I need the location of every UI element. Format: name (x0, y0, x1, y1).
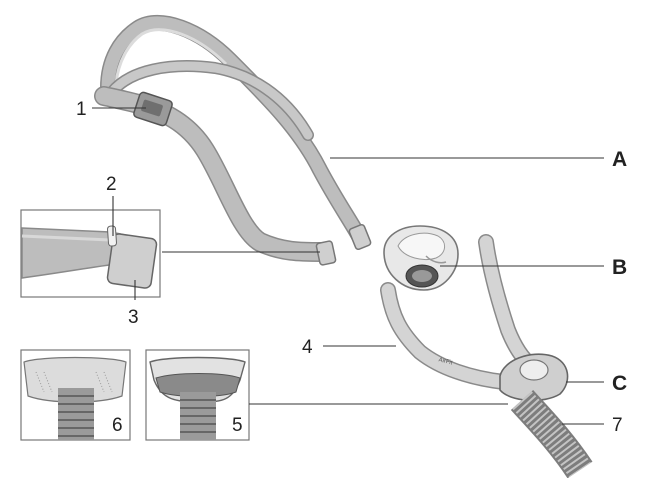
label-7: 7 (612, 415, 623, 436)
label-4: 4 (302, 337, 313, 358)
label-3: 3 (128, 307, 139, 328)
headgear-strap (94, 14, 372, 266)
frame-assembly: AirFit (380, 234, 593, 479)
inset-elbow-vent (20, 349, 131, 441)
label-C: C (612, 372, 627, 395)
label-5: 5 (232, 415, 243, 436)
callout-labels: 1 2 3 4 5 6 7 A B C (76, 99, 627, 436)
strap-tip-inset (20, 209, 161, 298)
label-6: 6 (112, 415, 123, 436)
brand-text: AirFit (438, 357, 453, 366)
inset-elbow-front (145, 349, 250, 441)
nasal-cushion (383, 225, 459, 291)
label-A: A (612, 148, 627, 171)
label-2: 2 (106, 174, 117, 195)
leader-lines (92, 107, 604, 425)
label-1: 1 (76, 99, 87, 120)
label-B: B (612, 256, 627, 279)
